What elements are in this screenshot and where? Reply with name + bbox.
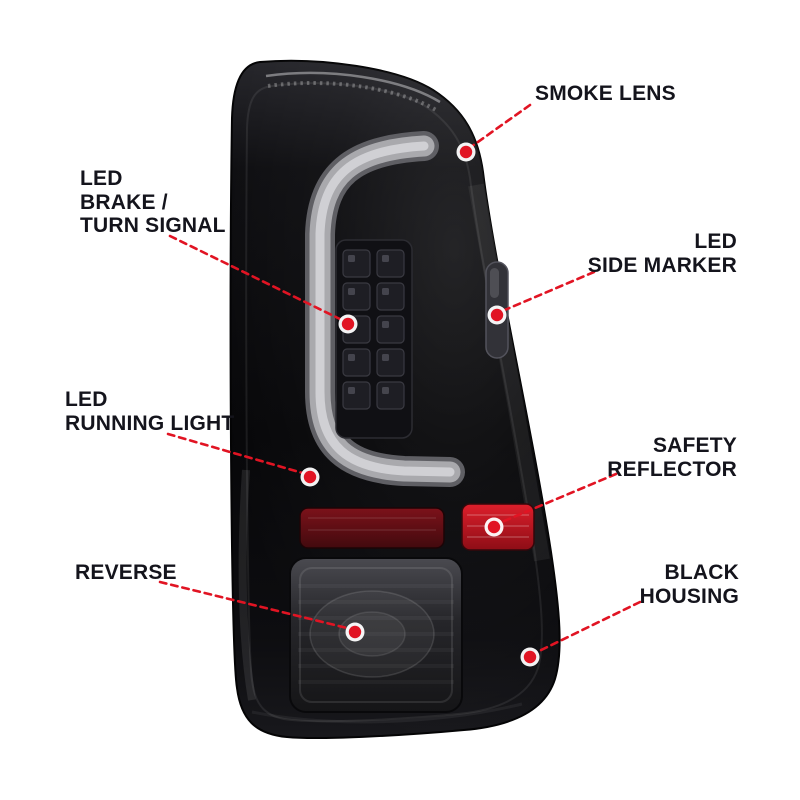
callout-label-black-housing: BLACK HOUSING — [640, 561, 739, 608]
gloss-streak-left — [238, 469, 256, 701]
led-brake-array — [335, 239, 413, 439]
callout-label-smoke-lens: SMOKE LENS — [535, 82, 676, 106]
callout-label-line: RUNNING LIGHT — [65, 411, 235, 435]
callout-label-line: BLACK — [664, 561, 739, 584]
callout-line-safety-reflector — [495, 472, 618, 526]
top-rim-highlight — [265, 71, 441, 104]
callout-dots — [300, 142, 540, 667]
callout-line-led-brake — [168, 234, 346, 323]
callout-label-line: SMOKE LENS — [535, 82, 676, 105]
callout-dot-running-light — [300, 467, 320, 487]
callout-label-line: LED — [694, 230, 737, 253]
callout-line-side-marker — [498, 270, 596, 314]
reverse-lens — [289, 557, 463, 713]
callout-dot-smoke-lens — [456, 142, 476, 162]
callout-connectors — [158, 103, 642, 656]
callout-dot-led-brake — [338, 314, 358, 334]
callout-label-led-side-marker: LED SIDE MARKER — [588, 230, 737, 277]
callout-label-line: REFLECTOR — [607, 457, 737, 481]
callout-label-reverse: REVERSE — [75, 561, 177, 585]
callout-label-line: LED — [65, 388, 108, 411]
callout-label-line: SAFETY — [652, 434, 737, 457]
callout-label-line: LED — [80, 167, 123, 190]
callout-dot-black-housing — [520, 647, 540, 667]
callout-dot-reverse — [345, 622, 365, 642]
callout-label-line: REVERSE — [75, 561, 177, 584]
callout-label-line: TURN SIGNAL — [80, 214, 226, 238]
callout-label-line: SIDE MARKER — [587, 253, 737, 277]
callout-label-line: BRAKE / — [80, 190, 168, 214]
callout-label-led-running-light: LED RUNNING LIGHT — [65, 388, 234, 435]
reflector-dark-segment — [299, 507, 445, 549]
callout-line-running-light — [166, 432, 308, 476]
callout-label-led-brake-turn-signal: LED BRAKE / TURN SIGNAL — [80, 167, 226, 238]
callout-line-black-housing — [531, 600, 642, 656]
bottom-skirt-line — [251, 702, 523, 724]
callout-line-reverse — [158, 580, 353, 631]
callout-line-smoke-lens — [466, 103, 532, 151]
callout-label-safety-reflector: SAFETY REFLECTOR — [607, 434, 737, 481]
led-light-bar — [305, 131, 465, 487]
callout-label-line: HOUSING — [639, 584, 739, 608]
callout-dot-side-marker — [487, 305, 507, 325]
tail-light-assembly — [229, 59, 561, 740]
top-rim-texture — [267, 80, 438, 112]
callout-dot-safety-reflector — [484, 517, 504, 537]
